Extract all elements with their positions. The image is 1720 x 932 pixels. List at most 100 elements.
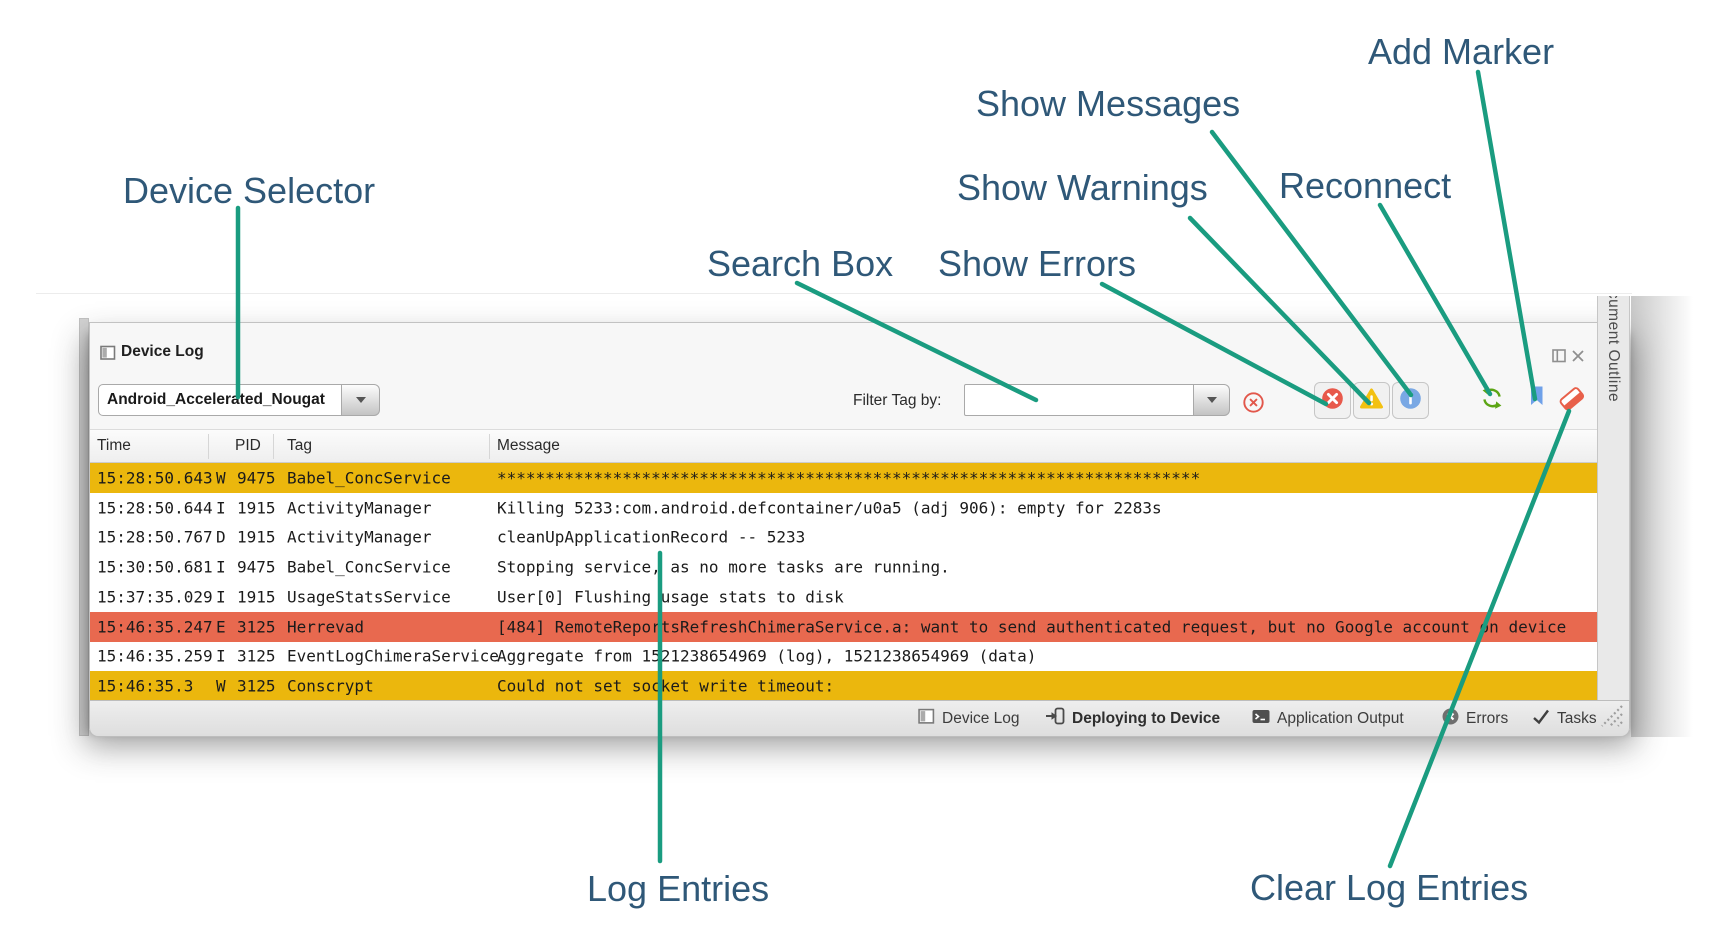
column-header-time[interactable]: Time — [97, 437, 131, 454]
reconnect-icon[interactable] — [1480, 386, 1504, 415]
pane-tab-errors[interactable]: Errors — [1442, 701, 1508, 736]
clear-log-eraser-icon[interactable] — [1556, 385, 1588, 418]
annotation-show-messages: Show Messages — [976, 83, 1241, 124]
split-icon[interactable] — [1552, 349, 1566, 368]
log-row[interactable]: 15:37:35.029 I 1915 UsageStatsService Us… — [90, 582, 1598, 612]
log-time: 15:28:50.644 — [97, 498, 213, 518]
log-table-header: Time PID Tag Message — [90, 429, 1598, 463]
column-divider[interactable] — [489, 434, 490, 459]
document-outline-sidebar[interactable]: Document Outline — [1597, 296, 1630, 700]
terminal-icon — [1252, 708, 1270, 730]
log-message: [484] RemoteReportsRefreshChimeraService… — [497, 617, 1567, 637]
log-row[interactable]: 15:46:35.259 I 3125 EventLogChimeraServi… — [90, 641, 1598, 672]
show-errors-toggle[interactable] — [1314, 382, 1351, 419]
log-row[interactable]: 15:28:50.643 W 9475 Babel_ConcService **… — [90, 463, 1598, 493]
chevron-down-icon — [1206, 397, 1217, 403]
chevron-down-icon — [355, 397, 366, 403]
log-pid: 1915 — [237, 498, 276, 518]
log-tag: UsageStatsService — [287, 587, 451, 607]
log-message: ****************************************… — [497, 468, 1201, 488]
column-divider[interactable] — [208, 434, 209, 459]
log-pid: 9475 — [237, 557, 276, 577]
resize-grip[interactable] — [1595, 699, 1625, 734]
device-selector-dropdown-button[interactable] — [342, 384, 380, 416]
column-header-pid[interactable]: PID — [235, 437, 261, 454]
show-messages-toggle[interactable] — [1392, 382, 1429, 419]
log-row[interactable]: 15:46:35.3 W 3125 Conscrypt Could not se… — [90, 671, 1598, 701]
filter-tag-dropdown-button[interactable] — [1194, 384, 1230, 416]
pane-tab-application-output[interactable]: Application Output — [1252, 701, 1404, 736]
log-row[interactable]: 15:28:50.644 I 1915 ActivityManager Kill… — [90, 492, 1598, 523]
log-level: D — [216, 527, 226, 547]
log-row[interactable]: 15:28:50.767 D 1915 ActivityManager clea… — [90, 522, 1598, 553]
log-time: 15:46:35.259 — [97, 646, 213, 666]
column-header-tag[interactable]: Tag — [287, 437, 312, 454]
log-level: I — [216, 646, 226, 666]
log-pid: 1915 — [237, 587, 276, 607]
pane-tab-label: Deploying to Device — [1072, 709, 1221, 727]
pane-tab-label: Application Output — [1277, 709, 1404, 727]
log-time: 15:46:35.3 — [97, 676, 194, 696]
log-time: 15:30:50.681 — [97, 557, 213, 577]
annotation-show-warnings: Show Warnings — [957, 167, 1208, 208]
device-selector-value: Android_Accelerated_Nougat — [107, 391, 325, 408]
log-message: Could not set socket write timeout: — [497, 676, 835, 696]
log-level: I — [216, 557, 226, 577]
filter-tag-combobox[interactable] — [964, 384, 1230, 416]
log-tag: Herrevad — [287, 617, 365, 637]
device-log-panel: Device Log Android_Accelerated_Nougat Fi… — [89, 322, 1599, 701]
device-selector-value-field[interactable]: Android_Accelerated_Nougat — [98, 384, 342, 416]
filter-tag-input[interactable] — [973, 390, 1185, 410]
log-level: E — [216, 617, 226, 637]
log-time: 15:46:35.247 — [97, 617, 213, 637]
log-level: W — [216, 676, 226, 696]
filter-tag-input-wrap[interactable] — [964, 384, 1194, 416]
warning-triangle-icon — [1359, 387, 1384, 415]
annotation-log-entries: Log Entries — [587, 868, 770, 909]
pane-tab-label: Errors — [1466, 709, 1509, 727]
annotation-clear-log-entries: Clear Log Entries — [1250, 867, 1529, 908]
log-tag: Babel_ConcService — [287, 468, 451, 488]
log-message: User[0] Flushing usage stats to disk — [497, 587, 844, 607]
annotation-reconnect: Reconnect — [1279, 165, 1452, 206]
document-outline-label: Document Outline — [1605, 296, 1622, 403]
log-message: Killing 5233:com.android.defcontainer/u0… — [497, 498, 1162, 518]
deploy-icon — [1046, 707, 1065, 730]
panel-icon — [918, 708, 935, 730]
log-time: 15:28:50.643 — [97, 468, 213, 488]
log-row[interactable]: 15:30:50.681 I 9475 Babel_ConcService St… — [90, 552, 1598, 582]
clear-filter-icon[interactable] — [1242, 391, 1265, 419]
log-pid: 3125 — [237, 646, 276, 666]
log-time: 15:37:35.029 — [97, 587, 213, 607]
filter-tag-label: Filter Tag by: — [853, 392, 942, 409]
panel-right-shadow — [1631, 296, 1693, 737]
pane-tab-device-log[interactable]: Device Log — [918, 701, 1020, 736]
log-tag: EventLogChimeraService — [287, 646, 499, 666]
annotation-search-box: Search Box — [707, 243, 894, 284]
add-marker-bookmark-icon[interactable] — [1529, 385, 1545, 412]
info-circle-icon — [1399, 387, 1422, 415]
close-icon[interactable] — [1571, 349, 1585, 368]
log-tag: Babel_ConcService — [287, 557, 451, 577]
error-circle-icon — [1442, 708, 1459, 730]
background-scrollbar-strip — [79, 318, 89, 736]
log-time: 15:28:50.767 — [97, 527, 213, 547]
annotation-device-selector: Device Selector — [123, 170, 376, 211]
column-header-message[interactable]: Message — [497, 437, 560, 454]
log-level: I — [216, 498, 226, 518]
show-warnings-toggle[interactable] — [1353, 382, 1390, 419]
panel-icon — [100, 345, 116, 366]
log-tag: ActivityManager — [287, 527, 432, 547]
annotation-show-errors: Show Errors — [938, 243, 1137, 284]
log-row[interactable]: 15:46:35.247 E 3125 Herrevad [484] Remot… — [90, 611, 1598, 642]
output-panes-bar: Device Log Deploying to Device Applica — [89, 700, 1630, 737]
log-pid: 3125 — [237, 617, 276, 637]
log-level: I — [216, 587, 226, 607]
pane-tab-tasks[interactable]: Tasks — [1532, 701, 1597, 736]
column-divider[interactable] — [273, 434, 274, 459]
pane-tab-label: Tasks — [1557, 709, 1597, 727]
log-message: Aggregate from 1521238654969 (log), 1521… — [497, 646, 1037, 666]
device-selector-dropdown[interactable]: Android_Accelerated_Nougat — [98, 384, 380, 416]
log-pid: 1915 — [237, 527, 276, 547]
pane-tab-deploying[interactable]: Deploying to Device — [1046, 701, 1220, 736]
